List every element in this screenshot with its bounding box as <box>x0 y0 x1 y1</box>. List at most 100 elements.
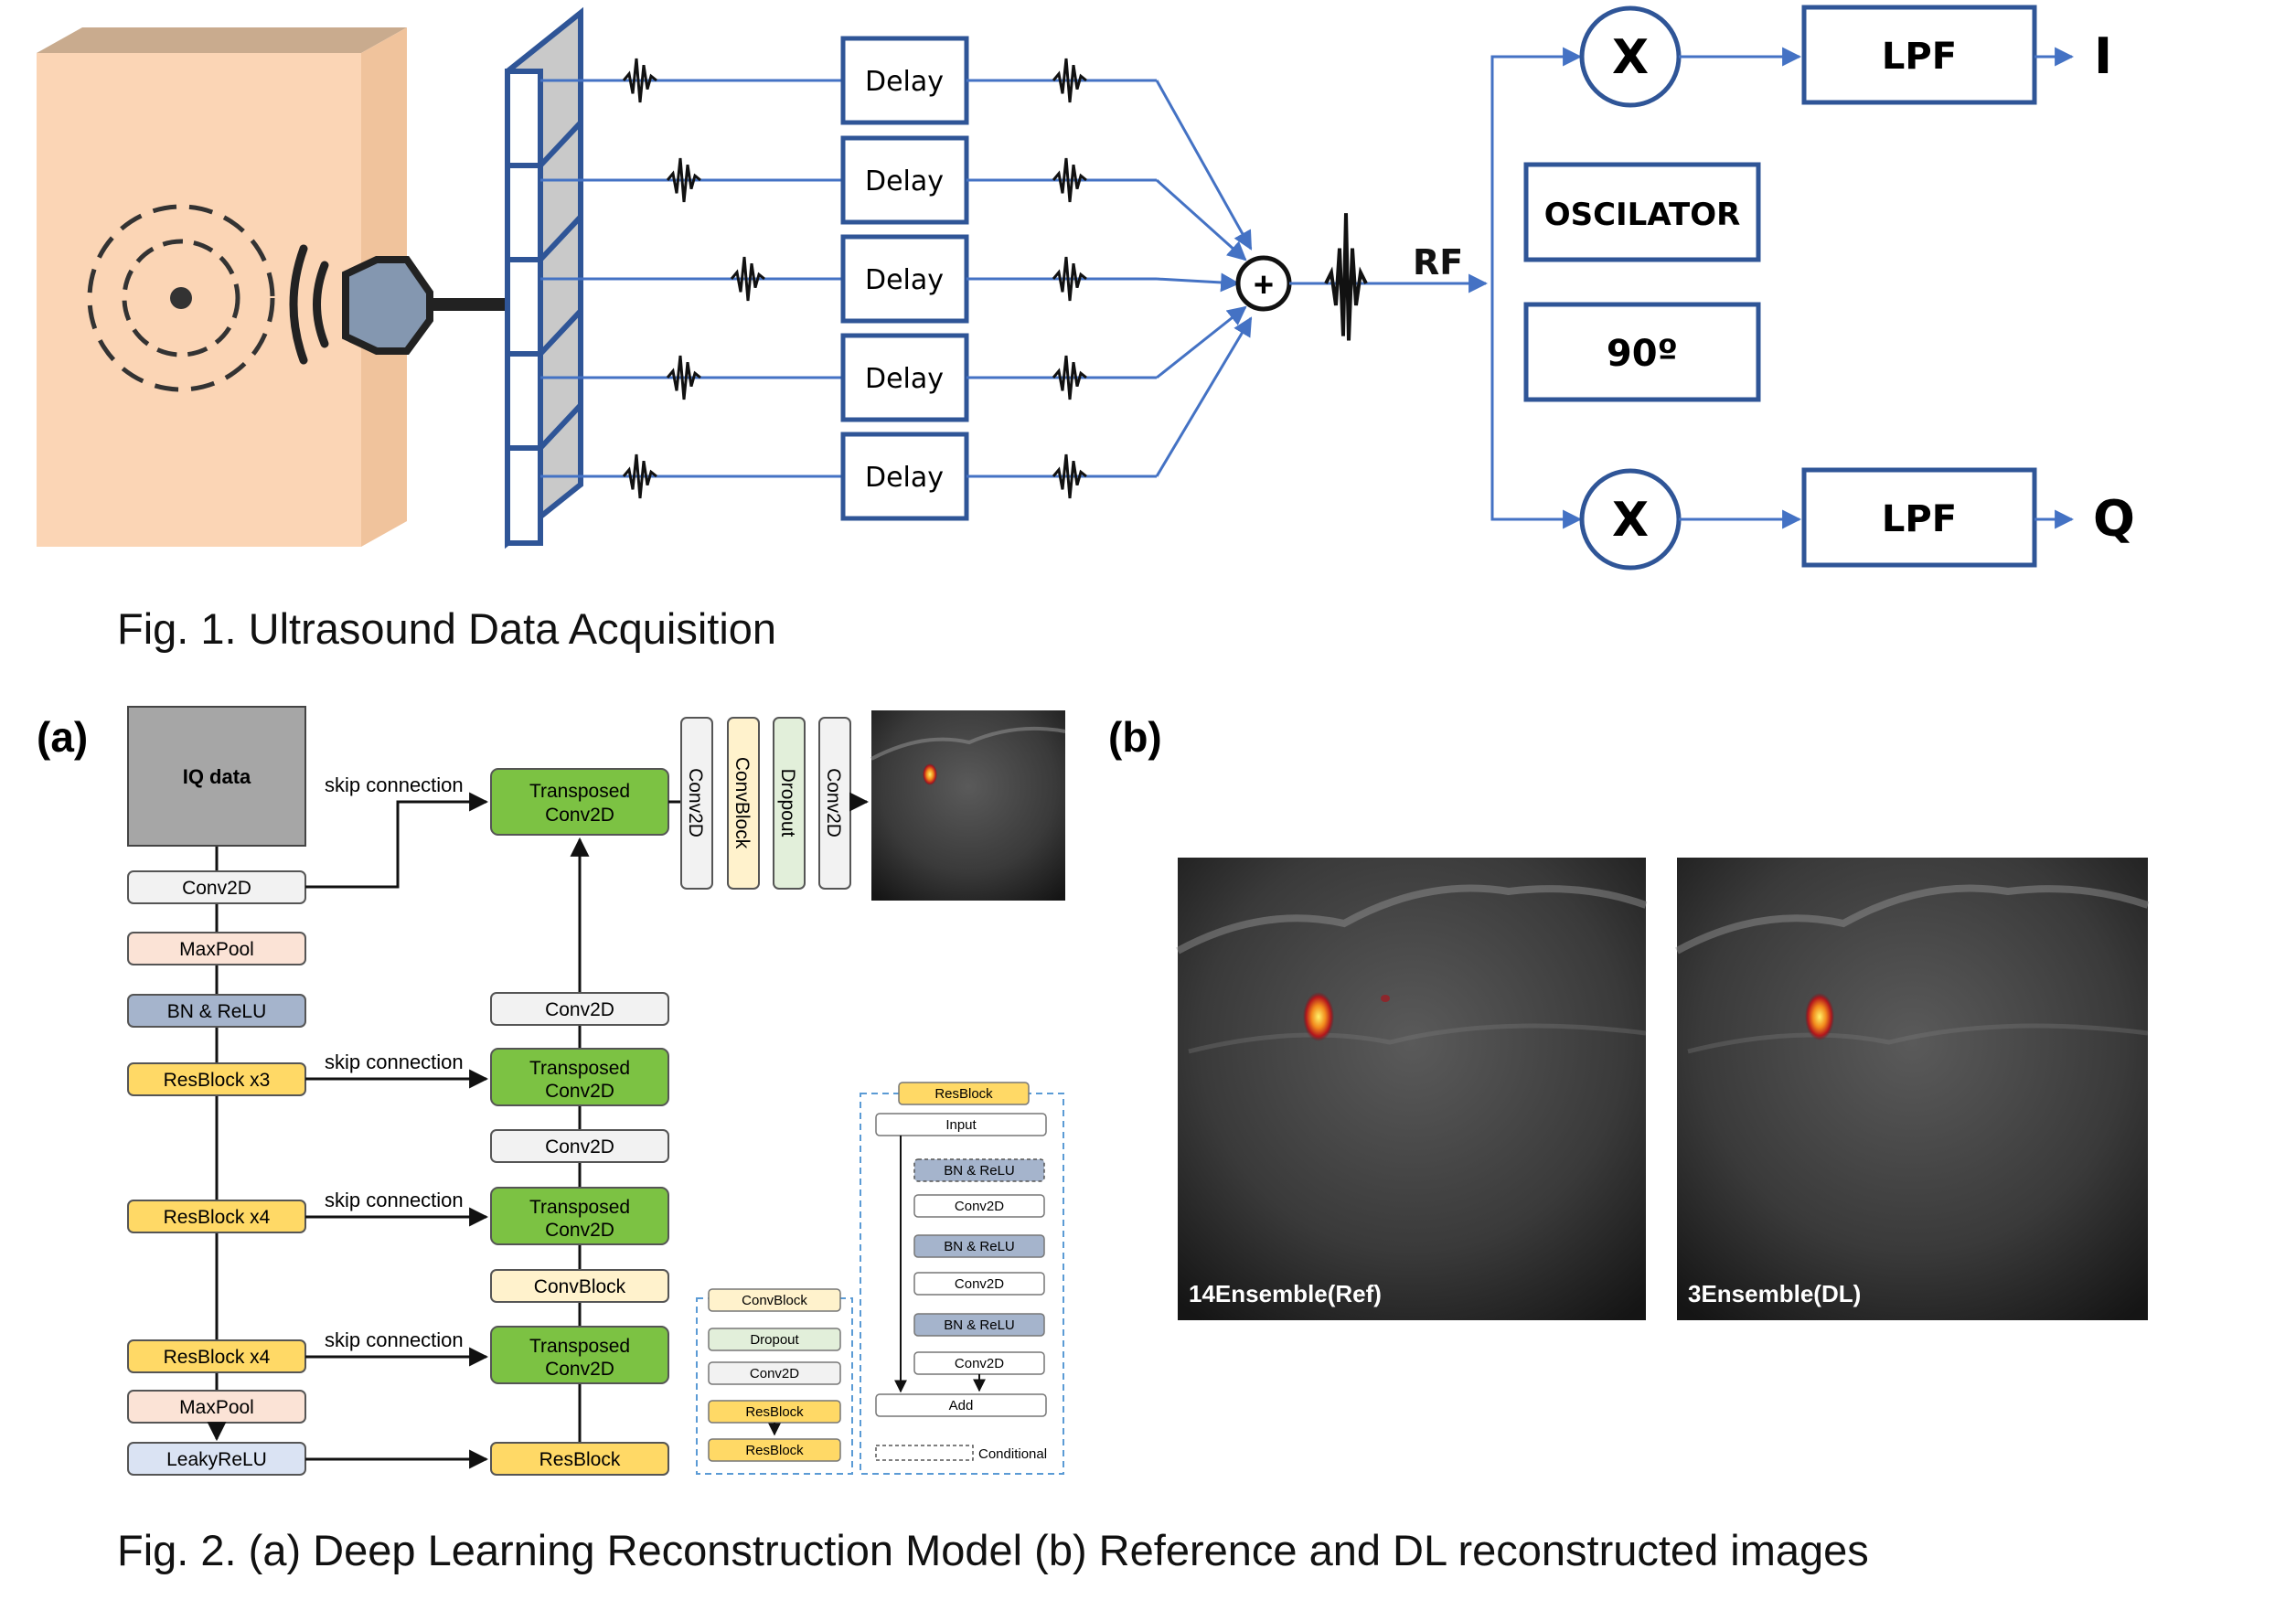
rf-to-q-line <box>1490 283 1583 529</box>
fig2-caption: Fig. 2. (a) Deep Learning Reconstruction… <box>117 1526 1869 1574</box>
resblock-legend-item-6: BN & ReLU <box>944 1317 1015 1333</box>
encoder-bn-relu <box>127 994 306 1028</box>
phase-shift-label: 90º <box>1607 333 1678 375</box>
decoder-resblock <box>490 1442 669 1476</box>
head-conv2d-2-label: Conv2D <box>823 768 844 837</box>
convblock-legend-title-box <box>708 1288 841 1312</box>
encoder-maxpool <box>127 932 306 965</box>
convblock-legend-title: ConvBlock <box>742 1293 807 1308</box>
skip-connections: skip connection skip connection skip con… <box>305 773 489 1469</box>
resblock-legend: ResBlock Input BN & ReLU Conv2D BN & ReL… <box>860 1082 1064 1475</box>
convblock-legend-resblock-2 <box>708 1438 841 1462</box>
decoder-tconv-2 <box>490 1048 669 1106</box>
resblock-legend-item-8: Add <box>949 1398 974 1413</box>
convblock-legend: ConvBlock Dropout Conv2D ResBlock ResBlo… <box>696 1288 853 1475</box>
mixer-i-symbol: X <box>1612 30 1649 85</box>
echo-pulse-icon <box>1052 256 1087 302</box>
delay-box <box>840 432 969 521</box>
decoder-tconv-4 <box>490 1326 669 1384</box>
resblock-legend-bnrelu-conditional <box>913 1158 1045 1182</box>
encoder-maxpool-label: MaxPool <box>179 939 254 960</box>
delay-label: Delay <box>865 462 944 494</box>
resblock-legend-item-3: Conv2D <box>955 1199 1004 1214</box>
echo-pulse-icon <box>666 157 701 203</box>
fig1-caption: Fig. 1. Ultrasound Data Acquisition <box>117 604 777 653</box>
convblock-legend-item-2: Conv2D <box>750 1366 799 1381</box>
head-convblock-label: ConvBlock <box>732 757 753 849</box>
channel-to-sum-line <box>1155 80 1253 251</box>
head-dropout <box>773 717 806 890</box>
oscillator-box <box>1523 162 1761 262</box>
resblock-legend-add <box>875 1393 1047 1417</box>
skip-label-2: skip connection <box>325 1051 464 1073</box>
resblock-legend-item-2: BN & ReLU <box>944 1163 1015 1179</box>
output-q: Q <box>2093 490 2135 548</box>
delay-label: Delay <box>865 363 944 395</box>
channel-to-sum-line <box>1155 178 1247 261</box>
panel-a-label: (a) <box>37 713 88 761</box>
resblock-legend-bnrelu-1 <box>913 1234 1045 1258</box>
output-i: I <box>2094 27 2112 85</box>
rf-to-i-line <box>1490 47 1583 283</box>
echo-pulse-icon <box>1052 58 1087 103</box>
skip-label-1: skip connection <box>325 773 464 796</box>
decoder-conv2d-2 <box>490 1129 669 1163</box>
encoder-maxpool-2-label: MaxPool <box>179 1397 254 1418</box>
delay-label: Delay <box>865 264 944 296</box>
head-conv2d-1-label: Conv2D <box>685 768 706 837</box>
decoder-tconv-3-line2: Conv2D <box>545 1220 614 1241</box>
decoder-resblock-label: ResBlock <box>539 1449 621 1470</box>
fig2b-images: (b) 14Ensemble(Ref) 3Ensemble(DL) <box>1108 713 2150 1320</box>
resblock-legend-conv2d-2 <box>913 1272 1045 1296</box>
decoder-blocks: Transposed Conv2D Conv2D Transposed Conv… <box>490 768 669 1476</box>
fig2a-network-diagram: (a) IQ data Conv2D MaxPool BN & ReLU Res… <box>37 706 1066 1476</box>
iq-data-box <box>127 706 306 847</box>
decoder-conv2d-1 <box>490 992 669 1026</box>
reference-image: 14Ensemble(Ref) <box>1176 858 1648 1320</box>
convblock-legend-dropout <box>708 1328 841 1351</box>
decoder-convblock-label: ConvBlock <box>534 1276 626 1297</box>
decoder-conv2d-1-label: Conv2D <box>545 999 614 1020</box>
channel-to-sum-line <box>1156 272 1241 293</box>
decoder-tconv-1-line2: Conv2D <box>545 805 614 826</box>
resblock-legend-bnrelu-2 <box>913 1313 1045 1337</box>
lpf-i-label: LPF <box>1882 36 1957 78</box>
decoder-tconv-3 <box>490 1187 669 1245</box>
head-blocks: Conv2D ConvBlock Dropout Conv2D <box>680 717 851 890</box>
transducer-probe-icon <box>342 256 508 355</box>
resblock-legend-item-5: Conv2D <box>955 1276 1004 1292</box>
mixer-q-symbol: X <box>1612 493 1649 548</box>
rf-label: RF <box>1413 242 1463 283</box>
dl-image: 3Ensemble(DL) <box>1675 858 2150 1320</box>
head-dropout-label: Dropout <box>777 769 798 837</box>
delay-label: Delay <box>865 66 944 98</box>
encoder-conv2d-label: Conv2D <box>182 878 251 899</box>
i-branch: X LPF I <box>1579 5 2112 108</box>
ultrasound-wave-icon <box>289 244 329 365</box>
convblock-legend-item-3: ResBlock <box>745 1404 804 1420</box>
convblock-legend-item-1: Dropout <box>750 1332 799 1348</box>
decoder-tconv-1-line1: Transposed <box>529 781 630 802</box>
conditional-legend-swatch <box>875 1445 974 1461</box>
lpf-q-label: LPF <box>1882 498 1957 540</box>
decoder-tconv-3-line1: Transposed <box>529 1197 630 1218</box>
decoder-tconv-2-line2: Conv2D <box>545 1081 614 1102</box>
echo-pulse-icon <box>1052 453 1087 499</box>
decoder-tconv-2-line1: Transposed <box>529 1058 630 1079</box>
iq-data-label: IQ data <box>183 765 251 788</box>
channel-to-sum-line <box>1156 305 1247 379</box>
resblock-legend-item-4: BN & ReLU <box>944 1239 1015 1254</box>
skip-label-4: skip connection <box>325 1328 464 1351</box>
head-convblock <box>727 717 760 890</box>
channel-to-sum-line <box>1155 316 1253 477</box>
decoder-convblock <box>490 1269 669 1303</box>
delay-label: Delay <box>865 165 944 197</box>
delay-box <box>840 36 969 125</box>
q-branch: X LPF Q <box>1579 467 2135 571</box>
resblock-legend-item-1: Input <box>945 1117 977 1133</box>
encoder-bn-relu-label: BN & ReLU <box>167 1001 267 1022</box>
encoder-leakyrelu-label: LeakyReLU <box>166 1449 267 1470</box>
convblock-legend-conv2d <box>708 1361 841 1385</box>
decoder-tconv-4-line2: Conv2D <box>545 1359 614 1380</box>
